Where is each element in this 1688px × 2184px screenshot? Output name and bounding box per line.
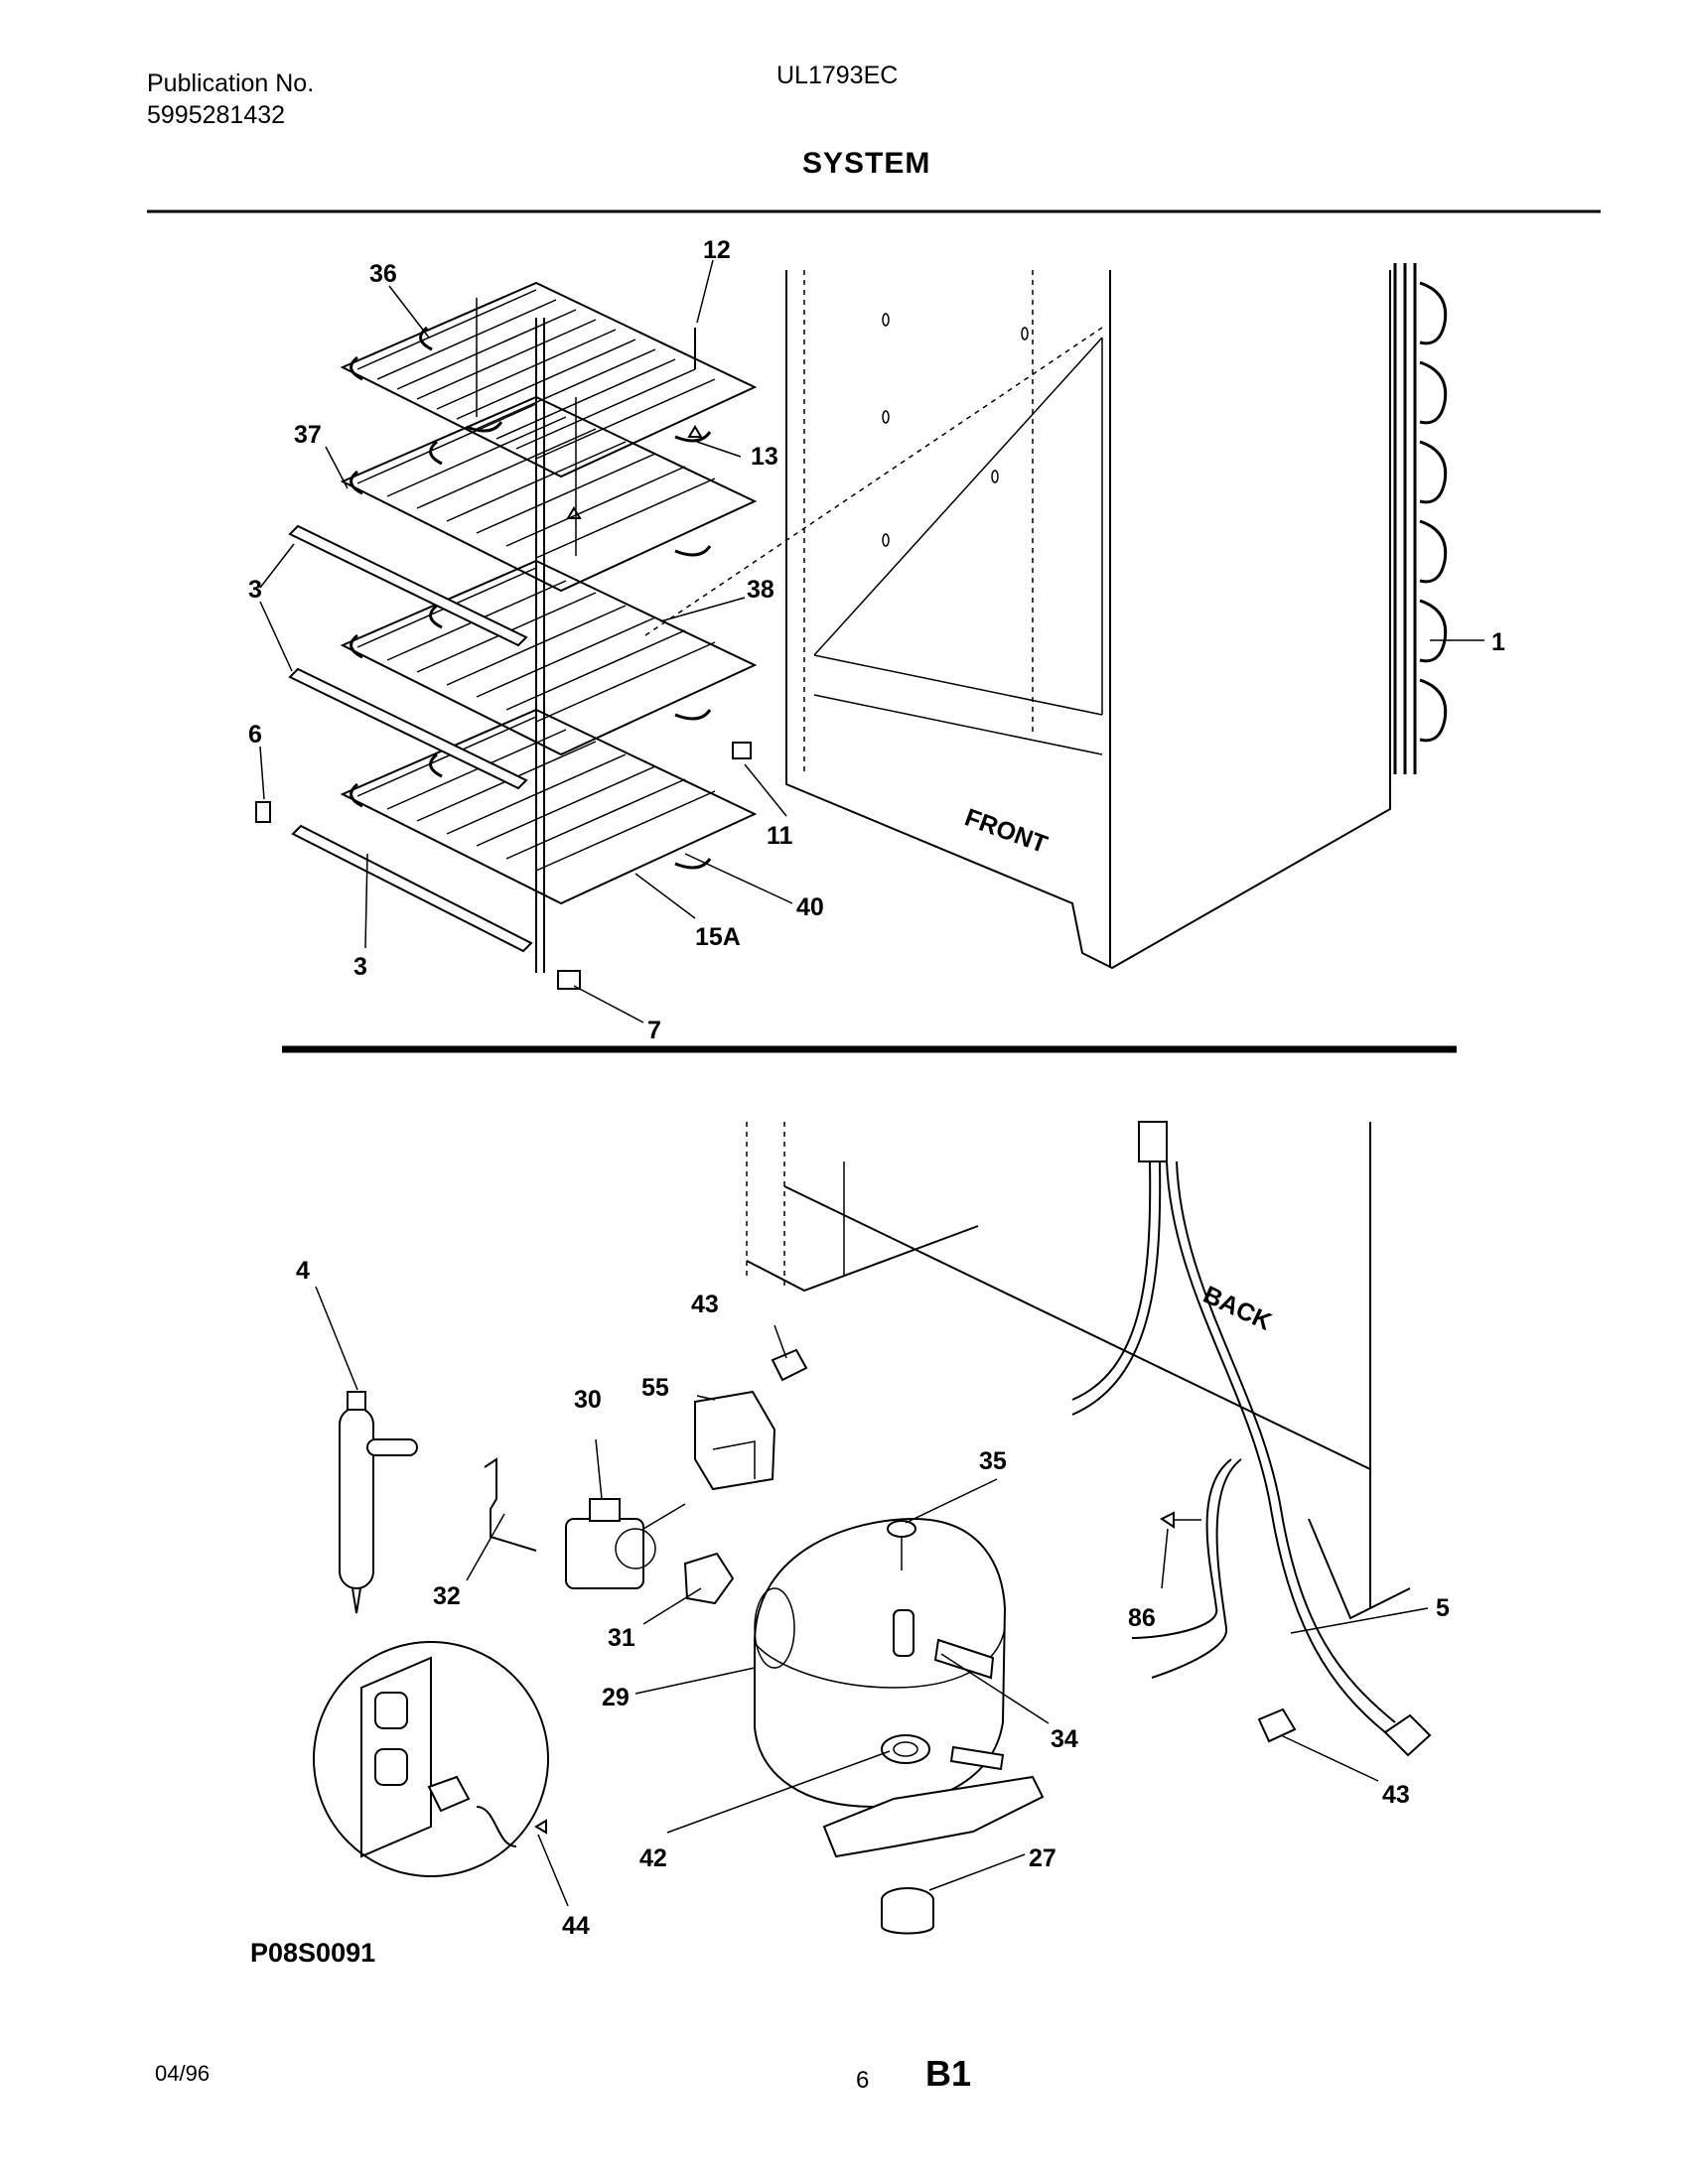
callout-32: 32 [433, 1582, 461, 1610]
callout-13: 13 [751, 443, 778, 471]
callout-1: 1 [1491, 628, 1505, 656]
relay-cover-clip [683, 1552, 735, 1605]
rubber-grommet [881, 1887, 934, 1935]
clip-43-upper [771, 1348, 808, 1382]
callout-31: 31 [608, 1624, 635, 1652]
evaporator-shelf-36 [340, 281, 758, 478]
publication-label: Publication No. [147, 69, 315, 97]
callout-44: 44 [562, 1912, 590, 1940]
mounting-hardware [887, 1511, 1201, 1570]
section-title: SYSTEM [802, 147, 931, 180]
evaporator-shelf-40 [340, 708, 758, 905]
callout-3-upper: 3 [248, 576, 262, 604]
callout-7: 7 [647, 1017, 661, 1044]
callout-6: 6 [248, 721, 262, 749]
model-number: UL1793EC [776, 62, 899, 89]
callout-43-lower: 43 [1382, 1781, 1410, 1809]
callout-4: 4 [296, 1257, 310, 1285]
page-number: 6 [856, 2067, 870, 2094]
start-relay [694, 1390, 776, 1491]
evaporator-shelves [340, 281, 758, 973]
callout-27: 27 [1029, 1844, 1056, 1872]
figure-code: P08S0091 [250, 1938, 376, 1968]
overload-protector [565, 1498, 686, 1589]
callout-86: 86 [1128, 1604, 1156, 1632]
condenser-coil [1393, 263, 1448, 774]
callout-11: 11 [767, 822, 793, 850]
callout-30: 30 [574, 1386, 602, 1414]
publication-number: 5995281432 [147, 101, 286, 129]
callout-55: 55 [641, 1374, 669, 1402]
callout-38: 38 [747, 576, 774, 604]
callout-42: 42 [639, 1844, 667, 1872]
publication-date: 04/96 [155, 2061, 211, 2086]
callout-5: 5 [1436, 1594, 1450, 1622]
callout-12: 12 [703, 236, 731, 264]
evaporator-shelf-37 [340, 395, 758, 593]
callout-3-lower: 3 [353, 953, 367, 981]
shelf-rails [288, 524, 533, 953]
front-label: FRONT [961, 803, 1051, 859]
compressor [754, 1517, 1045, 1858]
cabinet-back [746, 1122, 1411, 1620]
bottom-leaders [315, 1286, 1429, 1907]
callout-40: 40 [796, 893, 824, 921]
page-code: B1 [925, 2053, 972, 2094]
callout-29: 29 [602, 1684, 630, 1711]
small-parts-top [255, 328, 752, 990]
callout-34: 34 [1051, 1725, 1078, 1753]
filter-drier [339, 1391, 418, 1614]
callout-37: 37 [294, 421, 322, 449]
outlet-inset [313, 1641, 549, 1877]
callout-43-upper: 43 [691, 1291, 719, 1318]
callout-35: 35 [979, 1447, 1007, 1475]
top-leaders [259, 259, 1484, 1024]
callout-36: 36 [369, 260, 397, 288]
wire-harness [484, 1457, 537, 1552]
cabinet-outline [644, 270, 1391, 970]
power-cord [1071, 1121, 1432, 1757]
callout-15a: 15A [695, 923, 741, 951]
clip-43-lower [1257, 1707, 1297, 1743]
